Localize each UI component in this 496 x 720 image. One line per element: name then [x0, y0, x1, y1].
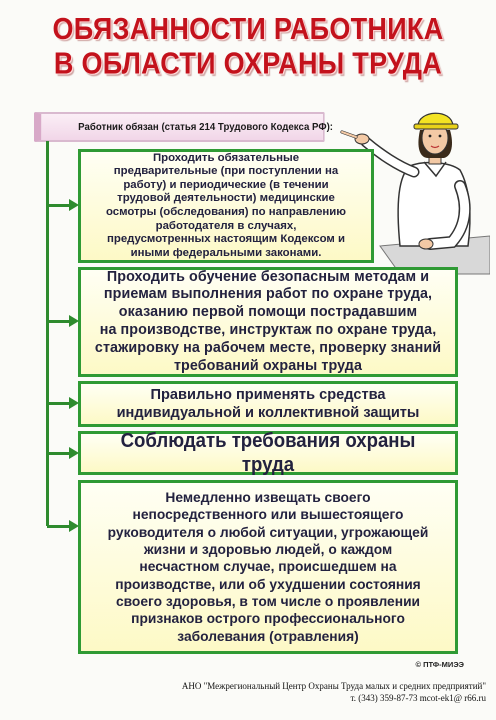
- title-line-1: ОБЯЗАННОСТИ РАБОТНИКА: [52, 12, 444, 46]
- header-text: Работник обязан (статья 214 Трудового Ко…: [78, 121, 334, 133]
- duty-box-protective-equipment: Правильно применять средства индивидуаль…: [78, 381, 458, 427]
- footer-contacts: т. (343) 359-87-73 mcot-ek1@ r66.ru: [350, 693, 486, 703]
- duty-box-medical-exams: Проходить обязательные предварительные (…: [78, 149, 374, 263]
- footer: АНО "Межрегиональный Центр Охраны Труда …: [90, 680, 486, 704]
- connector-line: [46, 141, 49, 526]
- duty-text: Немедленно извещать своего непосредствен…: [107, 490, 429, 644]
- arrow-4-icon: [47, 447, 79, 459]
- duty-box-notify-supervisor: Немедленно извещать своего непосредствен…: [78, 480, 458, 654]
- header-bar: Работник обязан (статья 214 Трудового Ко…: [34, 112, 333, 142]
- duty-text: Соблюдать требования охраны труда: [120, 430, 416, 476]
- arrow-1-icon: [47, 199, 79, 211]
- arrow-3-icon: [47, 397, 79, 409]
- title-line-2: В ОБЛАСТИ ОХРАНЫ ТРУДА: [53, 46, 443, 81]
- arrow-2-icon: [47, 315, 79, 327]
- poster-title: ОБЯЗАННОСТИ РАБОТНИКА В ОБЛАСТИ ОХРАНЫ Т…: [14, 12, 482, 81]
- duty-text: Правильно применять средства индивидуаль…: [116, 387, 420, 421]
- duty-text: Проходить обучение безопасным методам и …: [94, 268, 442, 374]
- copyright-mark: © ПТФ-МИЭЭ: [415, 660, 464, 669]
- duty-box-training: Проходить обучение безопасным методам и …: [78, 267, 458, 377]
- worker-illustration-icon: [340, 112, 490, 275]
- arrow-5-icon: [47, 520, 79, 532]
- footer-org: АНО "Межрегиональный Центр Охраны Труда …: [181, 681, 486, 691]
- duty-box-comply-requirements: Соблюдать требования охраны труда: [78, 430, 458, 476]
- duty-text: Проходить обязательные предварительные (…: [105, 151, 347, 259]
